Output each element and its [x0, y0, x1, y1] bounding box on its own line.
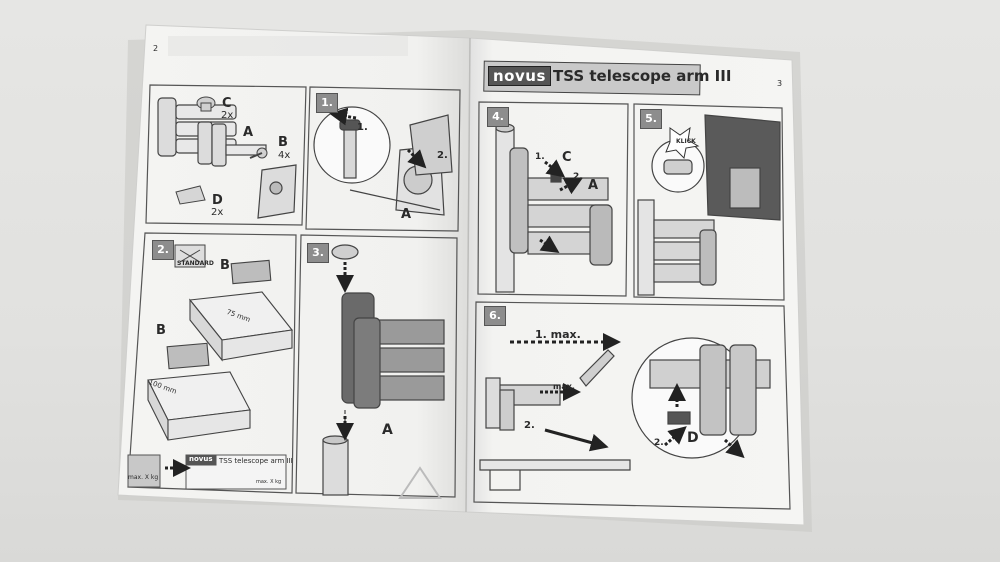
part-a-label: A [243, 125, 254, 140]
step6-arrow2: 2. [524, 420, 535, 431]
step6-max-small: max. [553, 382, 575, 391]
part-b-quantity: 4x [278, 150, 291, 161]
step6-max-top: 1. max. [535, 328, 581, 341]
step4-panel [477, 101, 629, 297]
right-page [465, 37, 805, 526]
parts-panel [145, 84, 307, 226]
step5-panel [633, 103, 785, 301]
step1-part-a: A [401, 207, 412, 222]
step6-panel [473, 301, 791, 510]
step3-part-a: A [382, 422, 393, 438]
part-d-quantity: 2x [211, 207, 224, 218]
part-b-label: B [278, 135, 288, 150]
part-c-drawing [196, 96, 216, 112]
mini-max: max. X kg [256, 479, 282, 485]
step1-arrows [329, 107, 427, 169]
step2-b-bottom: B [156, 323, 166, 338]
right-page-number: 3 [777, 79, 783, 88]
part-c-label: C [222, 96, 232, 111]
max-weight-label: max. X kg [128, 474, 159, 481]
part-d-label: D [212, 193, 223, 208]
step4-arrow1: 1. [535, 152, 545, 162]
step1-arrow2-label: 2. [437, 150, 448, 161]
step3-drawing [322, 244, 445, 496]
step-3-badge: 3. [307, 243, 329, 263]
step2-b-top: B [220, 258, 230, 273]
standard-icon [174, 244, 206, 268]
step-1-badge: 1. [316, 93, 338, 113]
part-c-quantity: 2x [221, 110, 234, 121]
mini-title: TSS telescope arm III [219, 457, 293, 465]
step-5-badge: 5. [640, 109, 662, 129]
step2-drawing [147, 259, 294, 441]
step4-arrow2: 2. [573, 172, 583, 182]
step5-drawing [637, 114, 781, 296]
step6-part-d: D [687, 430, 699, 446]
step4-part-a: A [588, 178, 599, 193]
step-4-badge: 4. [487, 107, 509, 127]
arm-drawing [157, 97, 297, 219]
step6-arrows [510, 333, 745, 459]
klick-label: KLICK [676, 138, 696, 145]
product-title: TSS telescope arm III [553, 67, 732, 85]
step3-panel [295, 234, 458, 498]
step-6-badge: 6. [484, 306, 506, 326]
step1-panel [305, 86, 461, 232]
step-2-badge: 2. [152, 240, 174, 260]
part-b-screw [249, 147, 268, 159]
step1-arrow1-label: 1. [357, 122, 368, 133]
step2-panel [127, 232, 297, 494]
standard-badge: STANDARD [177, 260, 214, 267]
part-d-drawing [175, 185, 206, 205]
step6-d-arrow: 2. [654, 438, 664, 448]
mini-brand: novus [189, 455, 213, 463]
left-page-number: 2 [153, 44, 159, 53]
step4-part-c: C [562, 150, 572, 165]
brand-logo: novus [488, 66, 551, 86]
